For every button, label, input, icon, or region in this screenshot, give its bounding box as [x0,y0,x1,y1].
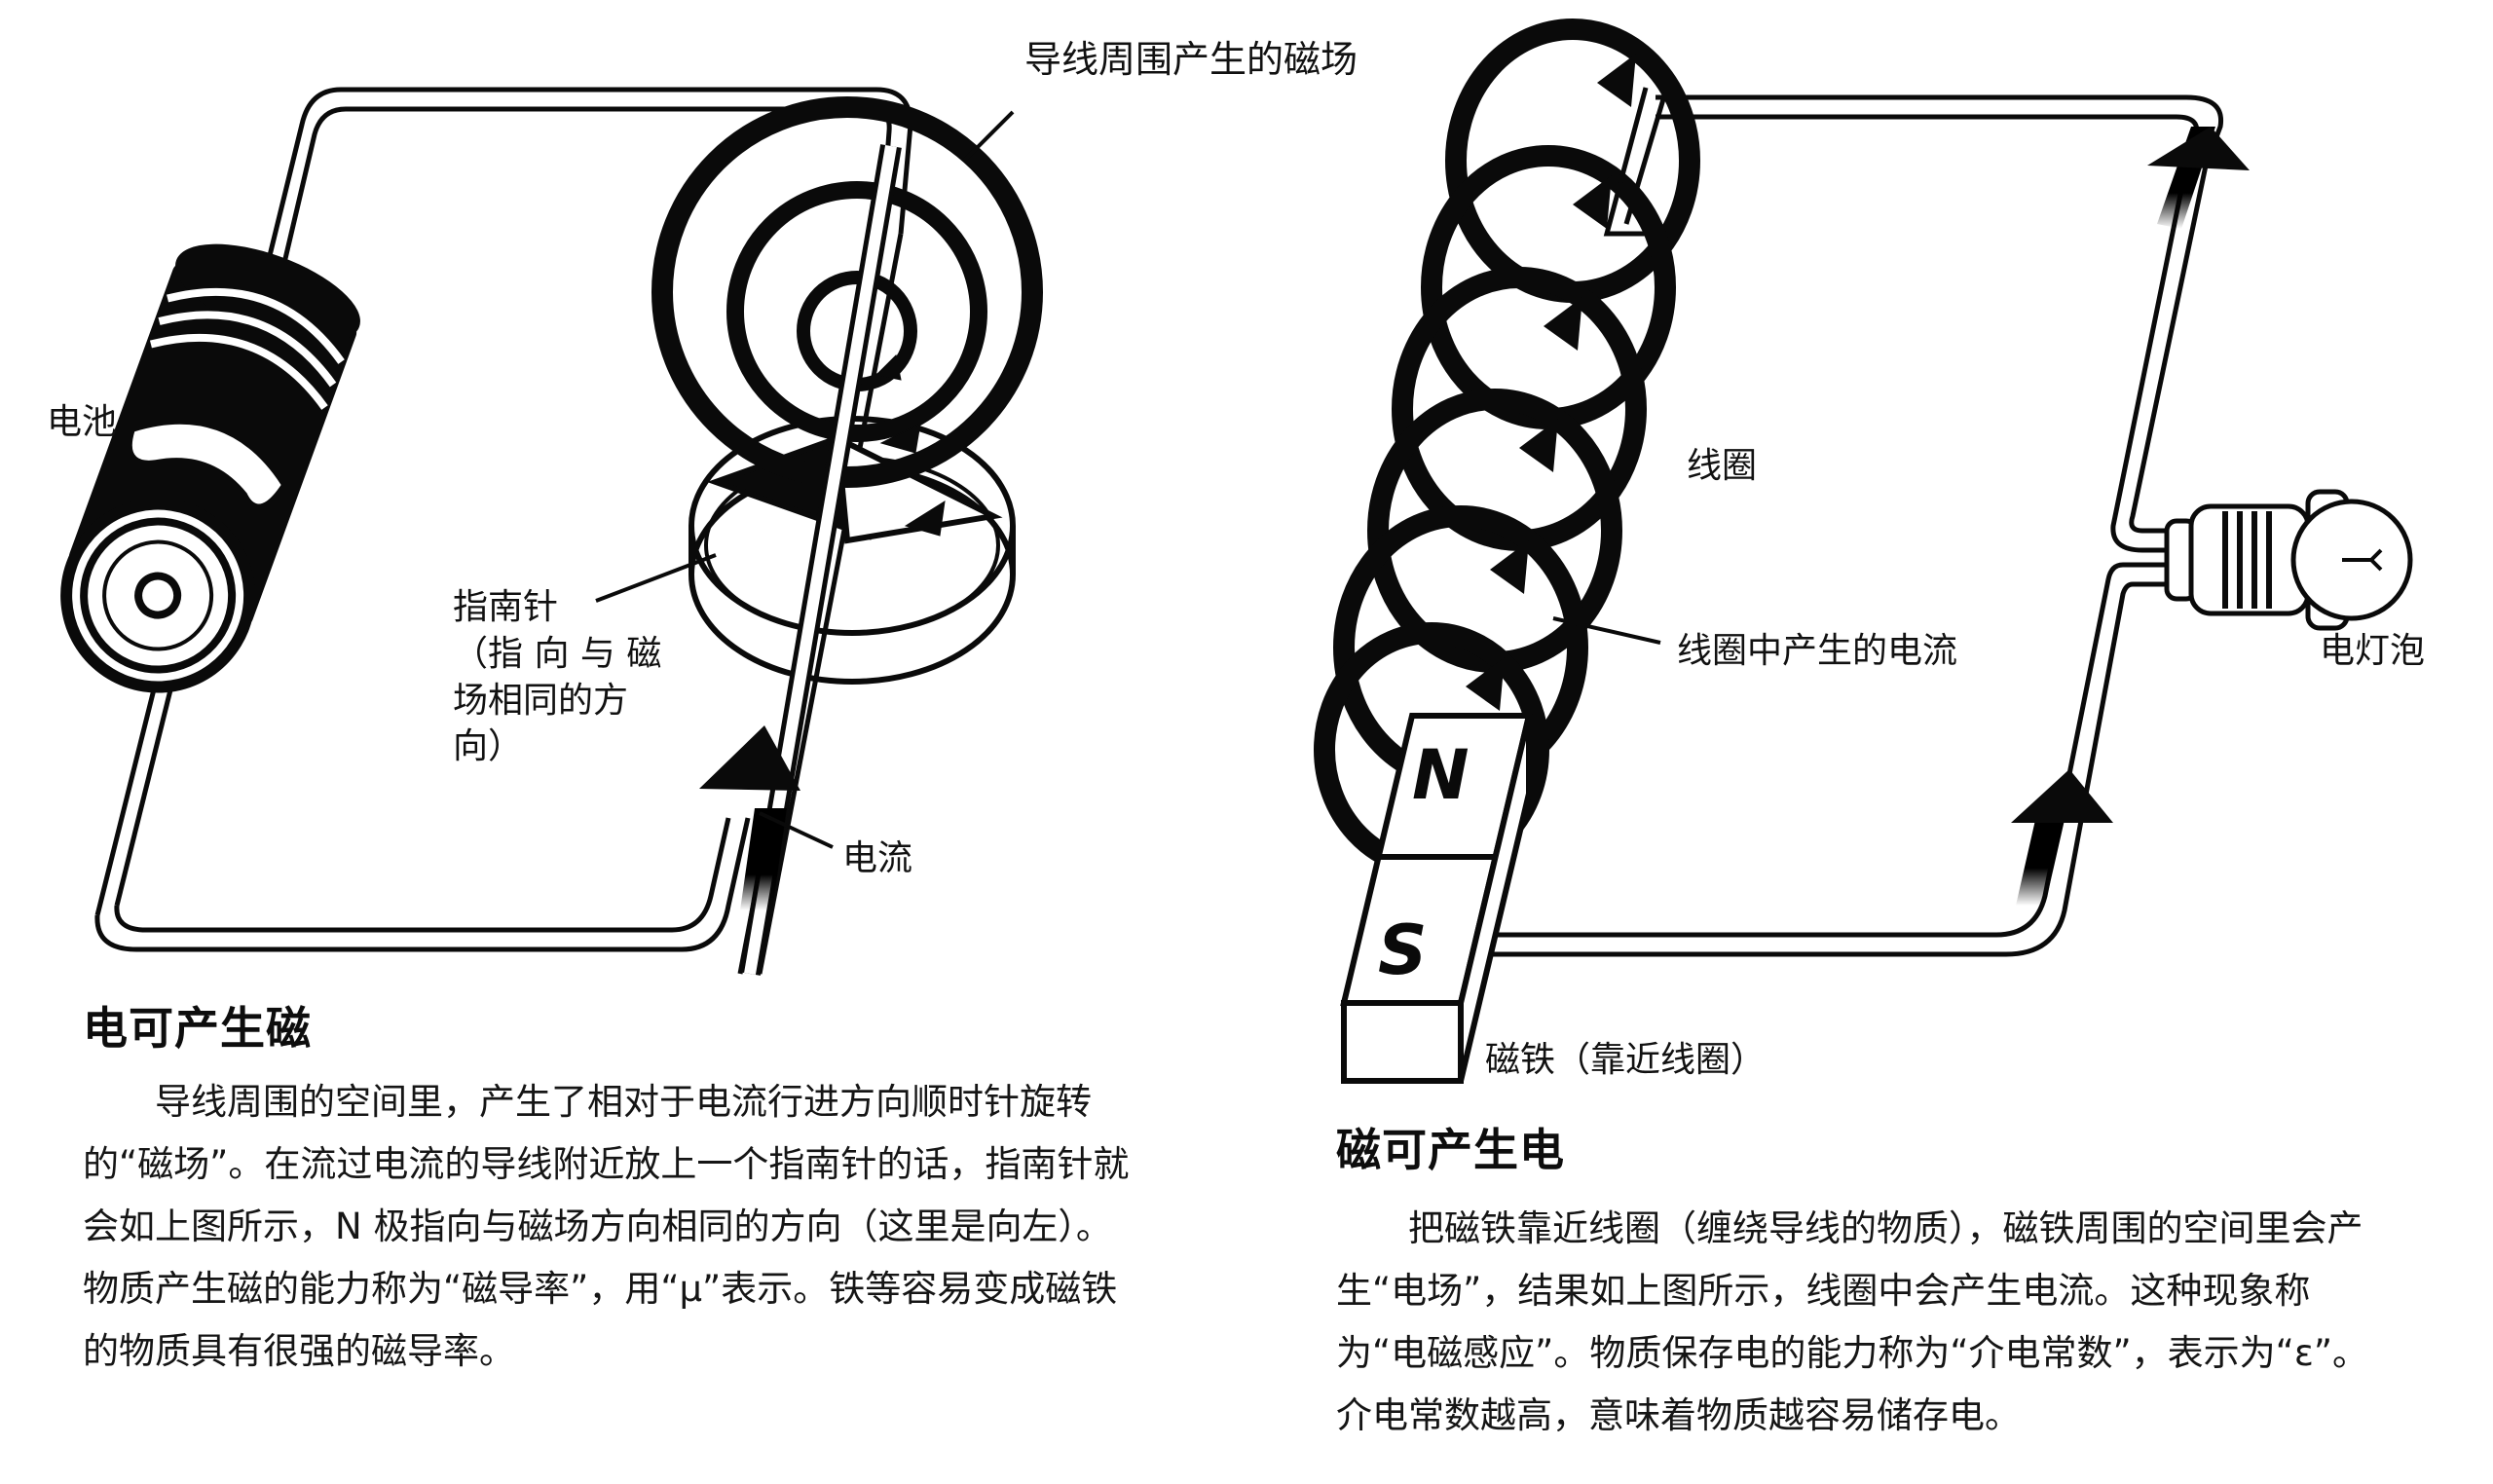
current-arrow-icon [699,725,800,910]
bar-magnet-icon [1340,713,1533,1084]
coil-lead-wire [1603,87,1668,237]
magnet-north-label: N [1412,735,1470,815]
right-circuit-wire [1490,94,2224,957]
battery-icon [60,243,360,693]
paragraph-magnetism-to-electricity: 把磁铁靠近线圈（缠绕导线的物质），磁铁周围的空间里会产生“电场”，结果如上图所示… [1336,1207,2369,1436]
magnetic-field-label: 导线周围产生的磁场 [1024,38,1358,81]
section-title-magnetism-to-electricity: 磁可产生电 [1336,1124,1565,1176]
paragraph-electricity-to-magnetism: 导线周围的空间里，产生了相对于电流行进方向顺时针旋转的“磁场”。在流过电流的导线… [83,1081,1130,1372]
compass-note: （指 向 与 磁 场相同的方向） [453,634,662,767]
current-label: 电流 [842,838,913,878]
magnet-label: 磁铁（靠近线圈） [1485,1040,1767,1080]
coil-loops [1314,19,1700,877]
induced-current-arrows [2011,127,2250,906]
leader-lines-left [595,110,1015,849]
magnet-south-label: S [1378,910,1427,990]
battery-label: 电池 [47,402,118,442]
coil-arrowheads [1466,54,1636,711]
induced-current-label: 线圈中产生的电流 [1677,631,1958,671]
light-bulb-icon [2164,489,2413,631]
bulb-label: 电灯泡 [2320,631,2426,671]
compass-icon [688,416,1016,685]
compass-label: 指南针 [453,587,559,627]
magnetic-field-rings [651,96,1043,537]
leader-lines-right [1552,616,1661,645]
section-title-electricity-to-magnetism: 电可产生磁 [83,1002,312,1055]
coil-label: 线圈 [1687,446,1758,486]
